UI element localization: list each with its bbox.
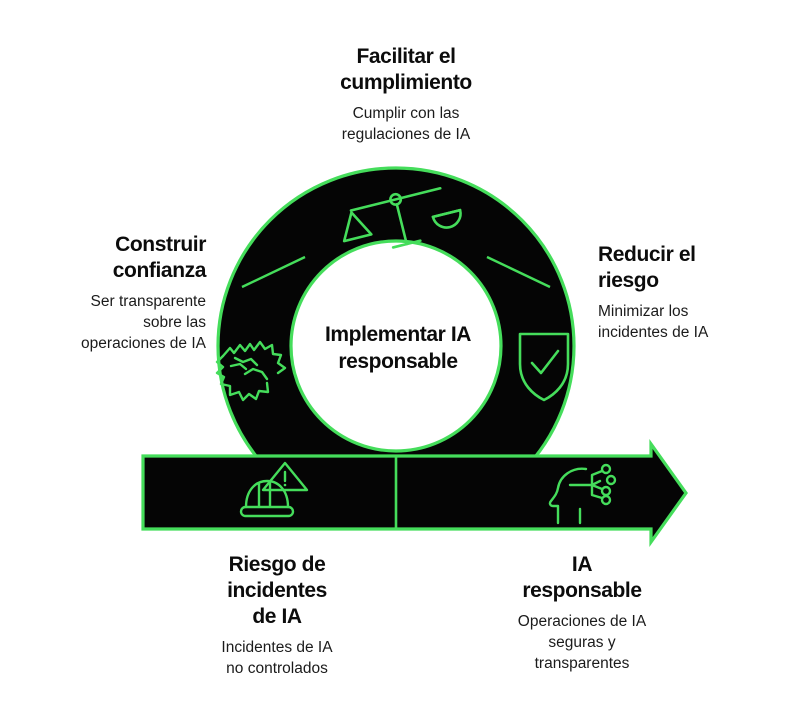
label-ia-responsable: IA responsable Operaciones de IA seguras… [466, 552, 698, 674]
label-construir-confianza: Construir confianza Ser transparente sob… [24, 232, 206, 354]
ring-divider-left [241, 255, 306, 289]
label-description: Incidentes de IA no controlados [221, 639, 333, 677]
center-title: Implementar IA responsable [324, 323, 472, 373]
shield-check-icon [518, 332, 570, 402]
process-arrow [141, 439, 688, 547]
ring-divider-right [486, 255, 551, 289]
label-description: Minimizar los incidentes de IA [598, 303, 709, 341]
ring-inner-edge [289, 239, 503, 453]
label-riesgo-incidentes: Riesgo de incidentes de IA Incidentes de… [163, 552, 391, 679]
arrow-body [141, 439, 688, 547]
label-description: Operaciones de IA seguras y transparente… [517, 613, 647, 672]
label-title: Reducir el riesgo [598, 243, 696, 292]
ai-head-circuit-icon [548, 463, 617, 525]
label-title: Construir confianza [112, 233, 207, 282]
label-facilitar-cumplimiento: Facilitar el cumplimiento Cumplir con la… [286, 44, 526, 145]
label-title: IA responsable [522, 553, 642, 602]
label-description: Ser transparente sobre las operaciones d… [81, 293, 206, 352]
hardhat-warning-icon [239, 461, 309, 518]
balance-scale-icon [342, 186, 462, 249]
label-title: Riesgo de incidentes de IA [227, 553, 327, 628]
label-reducir-riesgo: Reducir el riesgo Minimizar los incident… [598, 242, 774, 343]
label-description: Cumplir con las regulaciones de IA [341, 105, 471, 143]
handshake-icon [215, 340, 287, 402]
label-title: Facilitar el cumplimiento [340, 45, 472, 94]
